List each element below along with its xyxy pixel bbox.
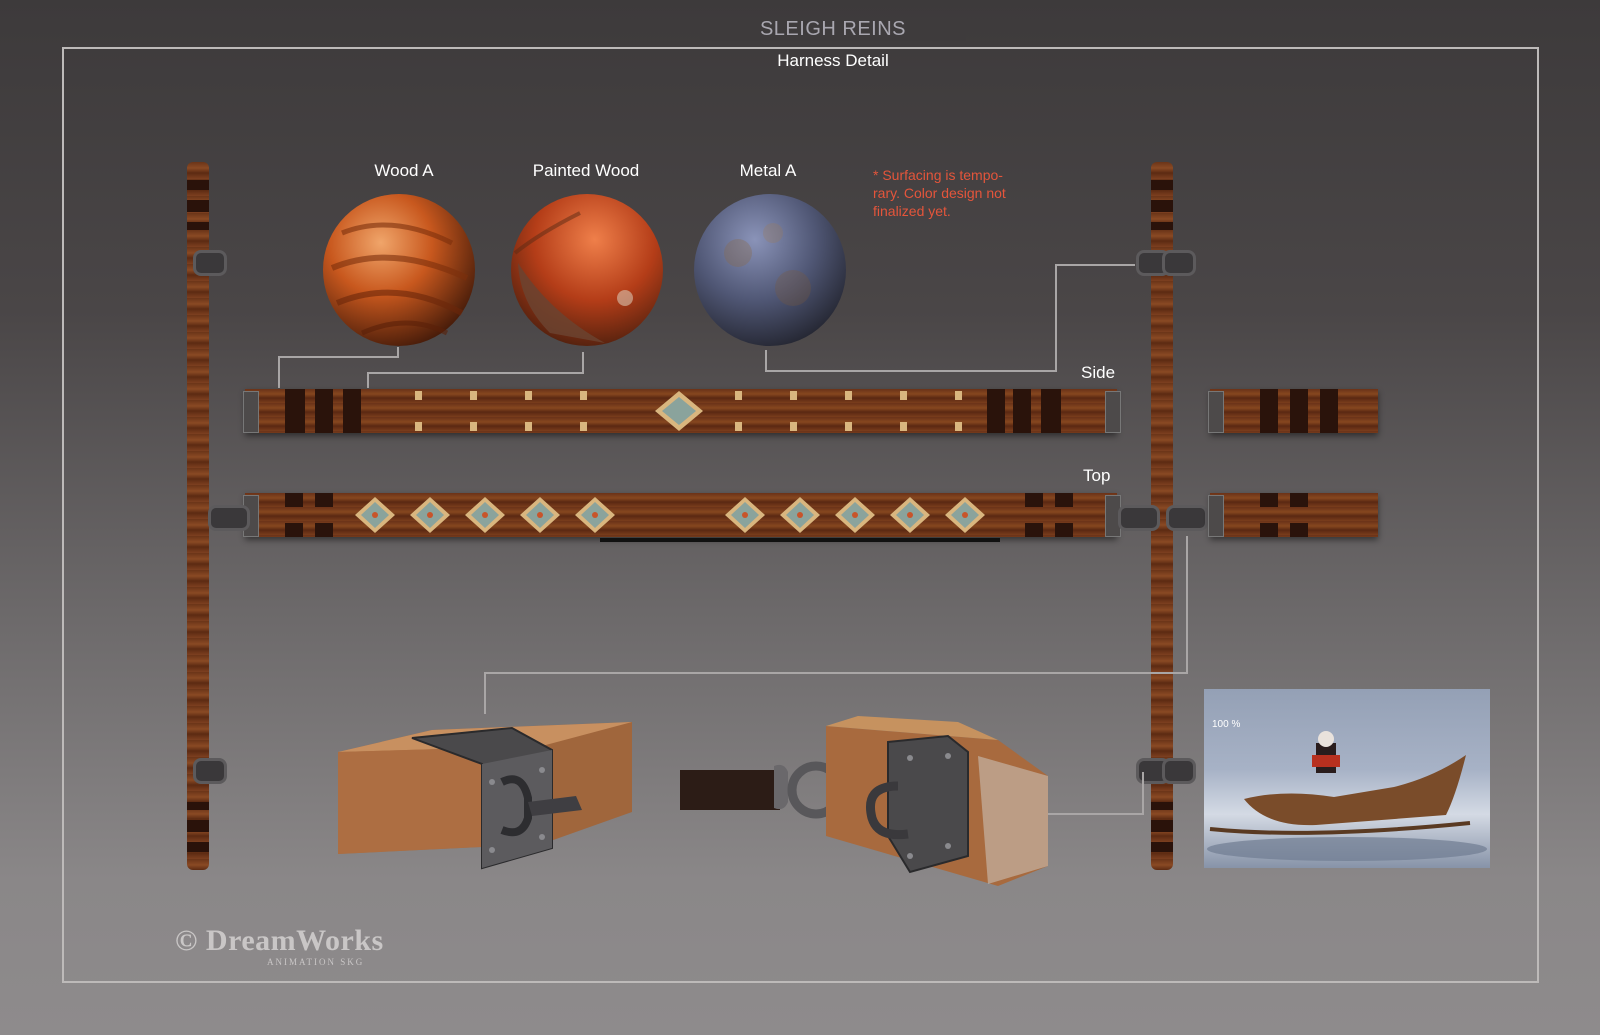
presentation-frame [62, 47, 1539, 983]
top-view-diamond-pattern [355, 497, 985, 533]
strap-end-cap [1105, 391, 1121, 433]
ring-closeup-illustration [680, 716, 1048, 886]
top-view-label: Top [1083, 466, 1111, 485]
leader-line [1028, 813, 1144, 815]
copyright-symbol: © [175, 924, 198, 957]
strap-end-cap [243, 391, 259, 433]
logo-subtext: ANIMATION SKG [267, 957, 365, 967]
leader-line [278, 356, 398, 358]
leader-line [367, 372, 369, 388]
side-view-label: Side [1081, 363, 1116, 382]
leader-line [397, 347, 399, 358]
leader-line [278, 356, 280, 388]
metal-sphere-icon [694, 194, 846, 346]
leader-line [1186, 536, 1188, 672]
strap-clip [208, 505, 250, 531]
pole-clip [1162, 758, 1196, 784]
top-view-strap-extension [1210, 493, 1378, 537]
leader-line [484, 672, 1188, 674]
sleigh-render-image-icon [1207, 731, 1487, 861]
top-view-strap [245, 493, 1117, 537]
logo-text: DreamWorks [205, 924, 384, 957]
surfacing-note: * Surfacing is tempo-rary. Color design … [873, 167, 1006, 219]
leader-line [765, 350, 767, 372]
strap-clip [1166, 505, 1208, 531]
leader-line [582, 352, 584, 374]
leader-line [1142, 772, 1144, 815]
zoom-label: 100 % [1212, 719, 1241, 730]
dreamworks-logo: © DreamWorks [175, 924, 384, 958]
strap-end-cap [1208, 495, 1224, 537]
sleigh-render-thumbnail: 100 % [1204, 689, 1490, 868]
diamond-inlay-icon [655, 391, 703, 431]
pole-clip [193, 758, 227, 784]
leader-line [765, 370, 1057, 372]
latch-closeup-illustration [338, 722, 632, 870]
pole-clip [193, 250, 227, 276]
right-harness-pole [1151, 162, 1173, 870]
leader-line [367, 372, 584, 374]
material-label-painted-wood: Painted Wood [532, 161, 640, 180]
leader-line [484, 672, 486, 714]
leader-line [1055, 264, 1135, 266]
wood-sphere-icon [323, 194, 475, 346]
sheet-title: SLEIGH REINS [700, 18, 966, 41]
painted-wood-sphere-icon [511, 194, 663, 346]
material-label-wood-a: Wood A [374, 161, 434, 180]
side-view-strap-extension [1210, 389, 1378, 433]
material-label-metal-a: Metal A [739, 161, 797, 180]
strap-end-cap [1208, 391, 1224, 433]
side-view-strap [245, 389, 1117, 433]
strap-shadow-line [600, 538, 1000, 542]
pole-clip [1162, 250, 1196, 276]
sheet-subtitle: Harness Detail [777, 51, 889, 70]
left-harness-pole [187, 162, 209, 870]
leader-line [1055, 264, 1057, 372]
strap-clip [1118, 505, 1160, 531]
